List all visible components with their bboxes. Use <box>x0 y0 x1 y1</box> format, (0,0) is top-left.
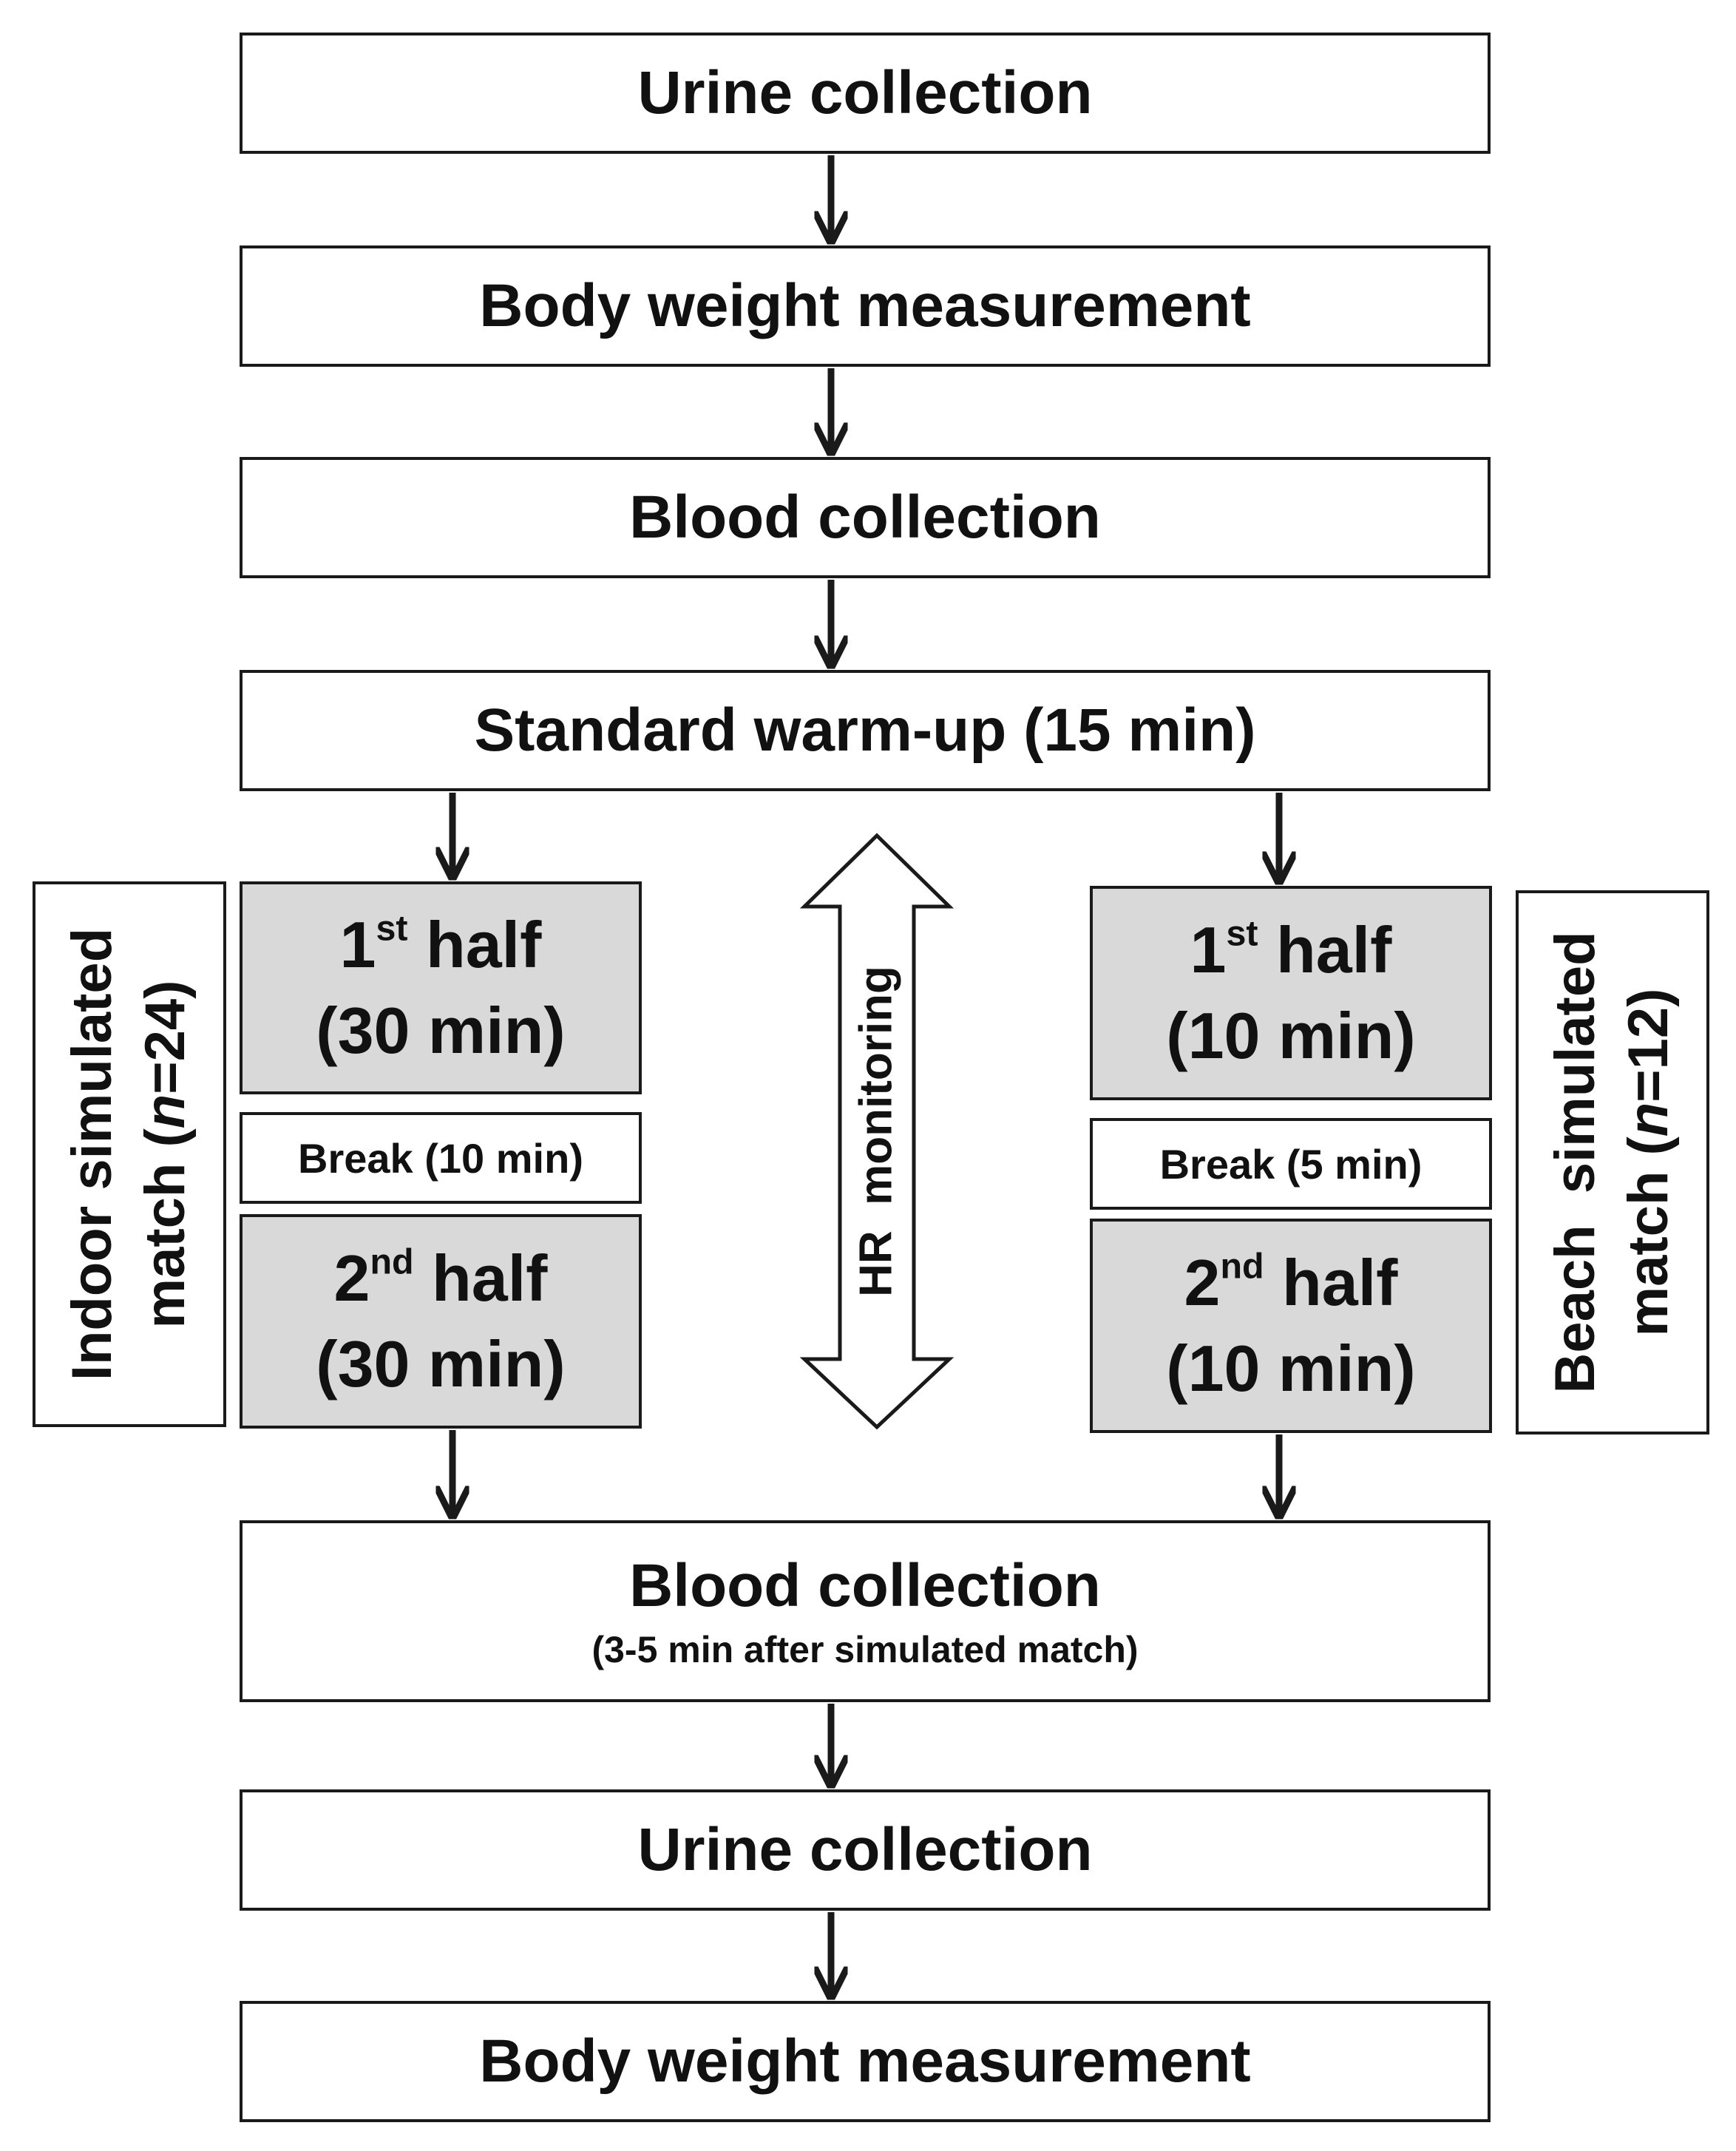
beach-match-label-box <box>1516 890 1709 1434</box>
indoor-break-label: Break (10 min) <box>298 1134 583 1182</box>
beach-first-half-box: 1st half (10 min) <box>1090 886 1492 1100</box>
blood-collection-post-label: Blood collection <box>629 1551 1101 1619</box>
hr-monitoring-double-arrow <box>799 833 955 1430</box>
urine-collection-pre-box: Urine collection <box>240 33 1491 154</box>
indoor-first-half-duration: (30 min) <box>316 994 566 1067</box>
urine-collection-pre-label: Urine collection <box>637 58 1093 126</box>
body-weight-post-box: Body weight measurement <box>240 2001 1491 2122</box>
blood-collection-pre-box: Blood collection <box>240 457 1491 578</box>
body-weight-pre-label: Body weight measurement <box>479 271 1251 339</box>
indoor-break-box: Break (10 min) <box>240 1112 642 1204</box>
indoor-first-half-box: 1st half (30 min) <box>240 881 642 1094</box>
beach-first-half-duration: (10 min) <box>1166 999 1416 1072</box>
indoor-second-half-title: 2nd half <box>333 1241 548 1315</box>
blood-collection-post-note: (3-5 min after simulated match) <box>591 1629 1139 1671</box>
urine-collection-post-box: Urine collection <box>240 1789 1491 1911</box>
beach-second-half-duration: (10 min) <box>1166 1332 1416 1405</box>
body-weight-pre-box: Body weight measurement <box>240 245 1491 367</box>
warm-up-box: Standard warm-up (15 min) <box>240 670 1491 791</box>
beach-first-half-title: 1st half <box>1190 912 1392 986</box>
hr-monitoring-label: HR monitoring <box>850 966 902 1297</box>
blood-collection-pre-label: Blood collection <box>629 483 1101 551</box>
beach-second-half-title: 2nd half <box>1184 1245 1398 1319</box>
warm-up-label: Standard warm-up (15 min) <box>474 696 1256 764</box>
indoor-second-half-box: 2nd half (30 min) <box>240 1214 642 1429</box>
body-weight-post-label: Body weight measurement <box>479 2027 1251 2095</box>
beach-break-box: Break (5 min) <box>1090 1118 1492 1210</box>
indoor-match-label-box <box>33 881 226 1427</box>
beach-break-label: Break (5 min) <box>1159 1140 1423 1188</box>
urine-collection-post-label: Urine collection <box>637 1815 1093 1883</box>
indoor-first-half-title: 1st half <box>339 907 542 981</box>
beach-second-half-box: 2nd half (10 min) <box>1090 1219 1492 1433</box>
indoor-second-half-duration: (30 min) <box>316 1327 566 1400</box>
blood-collection-post-box: Blood collection (3-5 min after simulate… <box>240 1520 1491 1702</box>
